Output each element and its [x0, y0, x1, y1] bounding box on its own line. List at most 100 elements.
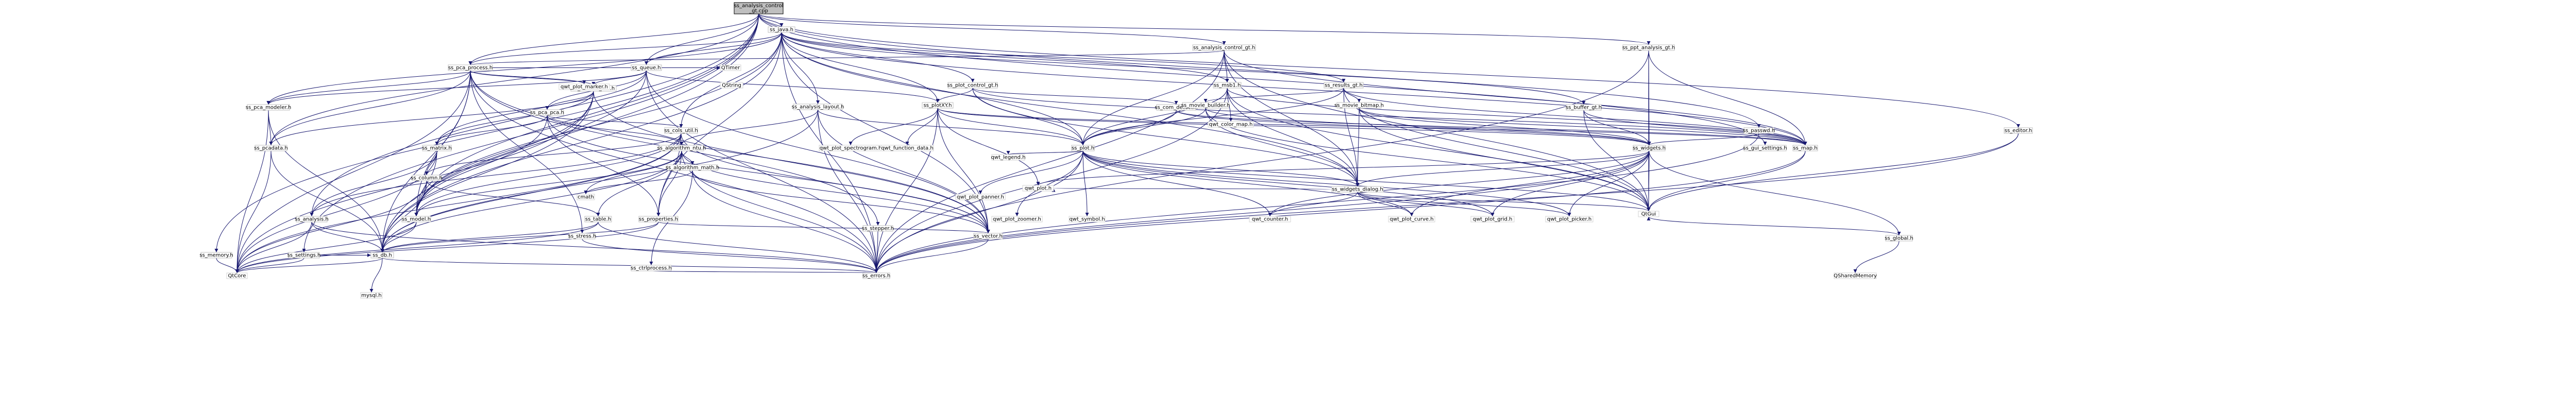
- node-ss-passwd-h[interactable]: ss_passwd.h: [1743, 127, 1775, 134]
- edge-ss_analysis_control_gt_h-to-ss_plot_h: [1081, 50, 1225, 146]
- node-mysql-h: mysql.h: [360, 292, 383, 299]
- node-qwt-plot-grid-h: qwt_plot_grid.h: [1470, 216, 1515, 222]
- node-label: ss_analysis.h: [295, 217, 328, 222]
- node-label: ss_column.h: [411, 176, 443, 181]
- node-ss-algorithm-h[interactable]: ss_algorithm_ntu.h: [657, 145, 706, 151]
- node-ss-widgets-h[interactable]: ss_widgets.h: [1633, 145, 1666, 151]
- node-label: ss_analysis_control_gt.h: [1193, 45, 1255, 51]
- node-ss-pca-process-h[interactable]: ss_pca_process.h: [448, 64, 493, 71]
- edge-ss_java_h-to-ss_model_h: [414, 32, 782, 217]
- node-label: QTimer: [721, 65, 740, 71]
- edge-ss_analysis_layout_h-to-ss_algorithm_h: [680, 109, 818, 146]
- node-ss-algorithm-math-h[interactable]: ss_algorithm_math.h: [666, 164, 719, 171]
- node-ss-editor-h[interactable]: ss_editor.h: [2004, 127, 2033, 134]
- edge-ss_java_h-to-ss_db_h: [380, 32, 782, 253]
- node-box: [1792, 145, 1818, 151]
- edge-ss_table_h-to-ss_db_h: [380, 221, 599, 253]
- node-ss-msb1-h[interactable]: ss_msb1.h: [1213, 82, 1242, 89]
- node-box: [401, 216, 431, 222]
- node-ss-analysis-control-gt-h[interactable]: ss_analysis_control_gt.h: [1192, 44, 1256, 51]
- node-ss-memory-h[interactable]: ss_memory.h: [199, 252, 233, 259]
- node-ss-analysis-h[interactable]: ss_analysis.h: [295, 216, 329, 222]
- edge-ss_column_h-to-QtCore: [235, 180, 427, 273]
- node-label: _gt.cpp: [749, 8, 768, 14]
- node-ss-db-h[interactable]: ss_db.h: [370, 252, 394, 259]
- edge-ss_ppt_analysis_gt_h-to-ss_map_h: [1648, 50, 1807, 146]
- node-ss-table-h[interactable]: ss_table.h: [584, 216, 612, 222]
- edge-ss_editor_h-to-QtGui: [1647, 133, 2019, 212]
- node-label: ss_stress.h: [568, 234, 597, 239]
- node-root[interactable]: ss_analysis_control_gt.cpp: [734, 2, 784, 14]
- node-ss-stress-h[interactable]: ss_stress.h: [568, 233, 597, 239]
- node-ss-gui-settings-h[interactable]: ss_gui_settings.h: [1743, 145, 1787, 151]
- node-ss-ctrlprocess-h[interactable]: ss_ctrlprocess.h: [631, 265, 672, 271]
- node-label: ss_results_gt.h: [1325, 83, 1363, 89]
- node-ss-properties-h[interactable]: ss_properties.h: [638, 216, 679, 222]
- node-ss-stepper-h[interactable]: ss_stepper.h: [862, 225, 894, 232]
- node-ss-matrix-h[interactable]: ss_matrix.h: [422, 145, 452, 151]
- edge-ss_plot_control_gt_h-to-ss_com_detect_h: [972, 88, 1178, 105]
- edge-ss_java_h-to-ss_vector_h: [781, 32, 990, 234]
- edge-ss_widgets_h-to-ss_widgets_dialog_h: [1355, 150, 1650, 187]
- edge-ss_java_h-to-ss_queue_h: [645, 32, 782, 65]
- node-ss-plot-control-gt-h[interactable]: ss_plot_control_gt.h: [947, 82, 998, 89]
- node-ss-buffer-gt-h[interactable]: ss_buffer_gt.h: [1566, 104, 1602, 111]
- node-ss-pca-modeler-h[interactable]: ss_pca_modeler.h: [246, 104, 291, 111]
- node-label: ss_pca_pca.h: [530, 110, 564, 116]
- edge-ss_queue_h-to-ss_model_h: [414, 70, 647, 217]
- node-ss-movie-bitmap-h[interactable]: ss_movie_bitmap.h: [1334, 102, 1384, 109]
- node-ss-ppt-analysis-gt-h[interactable]: ss_ppt_analysis_gt.h: [1622, 44, 1675, 51]
- edge-root-to-ss_passwd_h: [758, 13, 1761, 128]
- node-ss-analysis-layout-h[interactable]: ss_analysis_layout.h: [792, 104, 844, 110]
- edge-ss_plot_control_gt_h-to-ss_widgets_dialog_h: [972, 88, 1360, 187]
- node-box: [1208, 121, 1254, 128]
- node-ss-global-h[interactable]: ss_global.h: [1885, 235, 1913, 242]
- node-label: ss_plot.h: [1072, 146, 1094, 151]
- edge-ss_analysis_control_gt_h-to-ss_errors_h: [874, 50, 1225, 273]
- node-ss-settings-h[interactable]: ss_settings.h: [287, 252, 321, 259]
- edge-ss_movie_builder_h-to-ss_plot_h: [1081, 108, 1206, 146]
- node-label: ss_movie_builder.h: [1181, 103, 1230, 109]
- node-box: [1182, 102, 1229, 109]
- edge-root-to-ss_pca_process_h: [468, 13, 759, 65]
- edge-ss_cols_util_h-to-ss_column_h: [425, 133, 682, 176]
- node-ss-results-gt-h[interactable]: ss_results_gt.h: [1324, 82, 1364, 89]
- node-ss-plotXY-h[interactable]: ss_plotXY.h: [922, 102, 954, 109]
- edge-ss_vector_h-to-ss_errors_h: [874, 238, 989, 273]
- node-ss-cols-util-h[interactable]: ss_cols_util.h: [664, 127, 698, 134]
- node-ss-movie-builder-h[interactable]: ss_movie_builder.h: [1181, 102, 1230, 109]
- edge-ss_analysis_layout_h-to-ss_plot_h: [818, 109, 1085, 146]
- edge-ss_widgets_h-to-ss_errors_h: [874, 150, 1650, 273]
- node-label: qwt_plot_grid.h: [1473, 217, 1513, 222]
- node-ss-widgets-dialog-h[interactable]: ss_widgets_dialog.h: [1331, 186, 1384, 193]
- edge-root-to-ss_queue_h: [645, 13, 759, 65]
- node-label: ss_vector.h: [974, 234, 1003, 239]
- edge-root-to-ss_pcadata_h: [269, 13, 759, 146]
- node-ss-map-h[interactable]: ss_map.h: [1792, 145, 1818, 151]
- edge-ss_db_h-to-ss_errors_h: [382, 258, 878, 273]
- node-ss-column-h[interactable]: ss_column.h: [411, 175, 443, 181]
- node-ss-java-h[interactable]: ss_java.h: [768, 26, 795, 33]
- node-ss-pcadata-h[interactable]: ss_pcadata.h: [254, 145, 288, 151]
- edge-ss_plot_h-to-qwt_plot_picker_h: [1082, 150, 1571, 217]
- node-box: [947, 82, 998, 89]
- node-box: [412, 175, 442, 181]
- node-label: QtGui: [1641, 212, 1656, 217]
- edge-ss_archive_utl_h-to-ss_pcadata_h: [269, 91, 594, 146]
- node-ss-vector-h[interactable]: ss_vector.h: [973, 233, 1003, 239]
- edge-ss_algorithm_math_h-to-cmath: [584, 170, 693, 195]
- edge-ss_pca_modeler_h-to-QtCore: [235, 110, 269, 273]
- node-ss-errors-h[interactable]: ss_errors.h: [862, 272, 890, 279]
- node-ss-queue-h[interactable]: ss_queue.h: [631, 64, 662, 71]
- node-box: [226, 272, 248, 279]
- node-label: ss_settings.h: [287, 253, 321, 259]
- edge-ss_pcadata_h-to-QtCore: [235, 150, 272, 273]
- node-ss-plot-h[interactable]: ss_plot.h: [1071, 145, 1095, 151]
- edge-ss_msb1_h-to-ss_errors_h: [874, 88, 1228, 273]
- node-ss-pca-pca-h[interactable]: ss_pca_pca.h: [530, 109, 564, 116]
- nodes-layer: ss_analysis_control_gt.cpp ss_java.h ss_an…: [199, 2, 2033, 299]
- edge-ss_widgets_h-to-qwt_counter_h: [1268, 150, 1650, 217]
- node-box: [1834, 272, 1877, 279]
- node-ss-model-h[interactable]: ss_model.h: [401, 216, 431, 222]
- node-label: ss_memory.h: [199, 253, 233, 259]
